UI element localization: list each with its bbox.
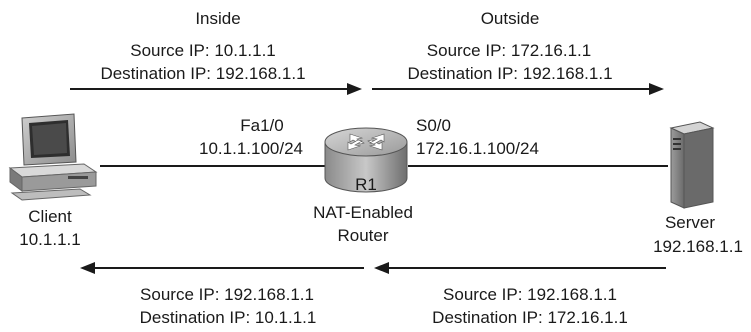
- outside-heading: Outside: [480, 9, 540, 28]
- router-caption-line1: NAT-Enabled: [313, 203, 413, 222]
- inside-source-ip: Source IP: 10.1.1.1: [130, 41, 276, 60]
- router-caption-line2: Router: [337, 226, 389, 245]
- client-pc-icon: [8, 113, 98, 201]
- outside-source-ip: Source IP: 172.16.1.1: [426, 41, 592, 60]
- router-inside-interface: Fa1/0: [240, 116, 284, 135]
- arrow-inside-return: [80, 262, 364, 274]
- router-icon: [324, 127, 408, 193]
- return-inside-source-ip: Source IP: 192.168.1.1: [140, 285, 314, 304]
- router-inside-address: 10.1.1.100/24: [199, 139, 303, 158]
- router-label: R1: [355, 175, 377, 194]
- arrow-inside-outbound: [70, 83, 362, 95]
- router-outside-interface: S0/0: [416, 116, 451, 135]
- inside-destination-ip: Destination IP: 192.168.1.1: [100, 64, 306, 83]
- inside-heading: Inside: [195, 9, 241, 28]
- arrow-outside-return: [374, 262, 666, 274]
- server-ip: 192.168.1.1: [653, 237, 743, 256]
- return-outside-destination-ip: Destination IP: 172.16.1.1: [432, 308, 628, 327]
- client-name: Client: [28, 207, 72, 226]
- client-ip: 10.1.1.1: [19, 230, 81, 249]
- return-inside-destination-ip: Destination IP: 10.1.1.1: [139, 308, 317, 327]
- router-outside-address: 172.16.1.100/24: [416, 139, 539, 158]
- outside-destination-ip: Destination IP: 192.168.1.1: [407, 64, 613, 83]
- server-icon: [669, 121, 715, 209]
- return-outside-source-ip: Source IP: 192.168.1.1: [443, 285, 617, 304]
- arrow-outside-outbound: [372, 83, 664, 95]
- server-name: Server: [664, 213, 716, 232]
